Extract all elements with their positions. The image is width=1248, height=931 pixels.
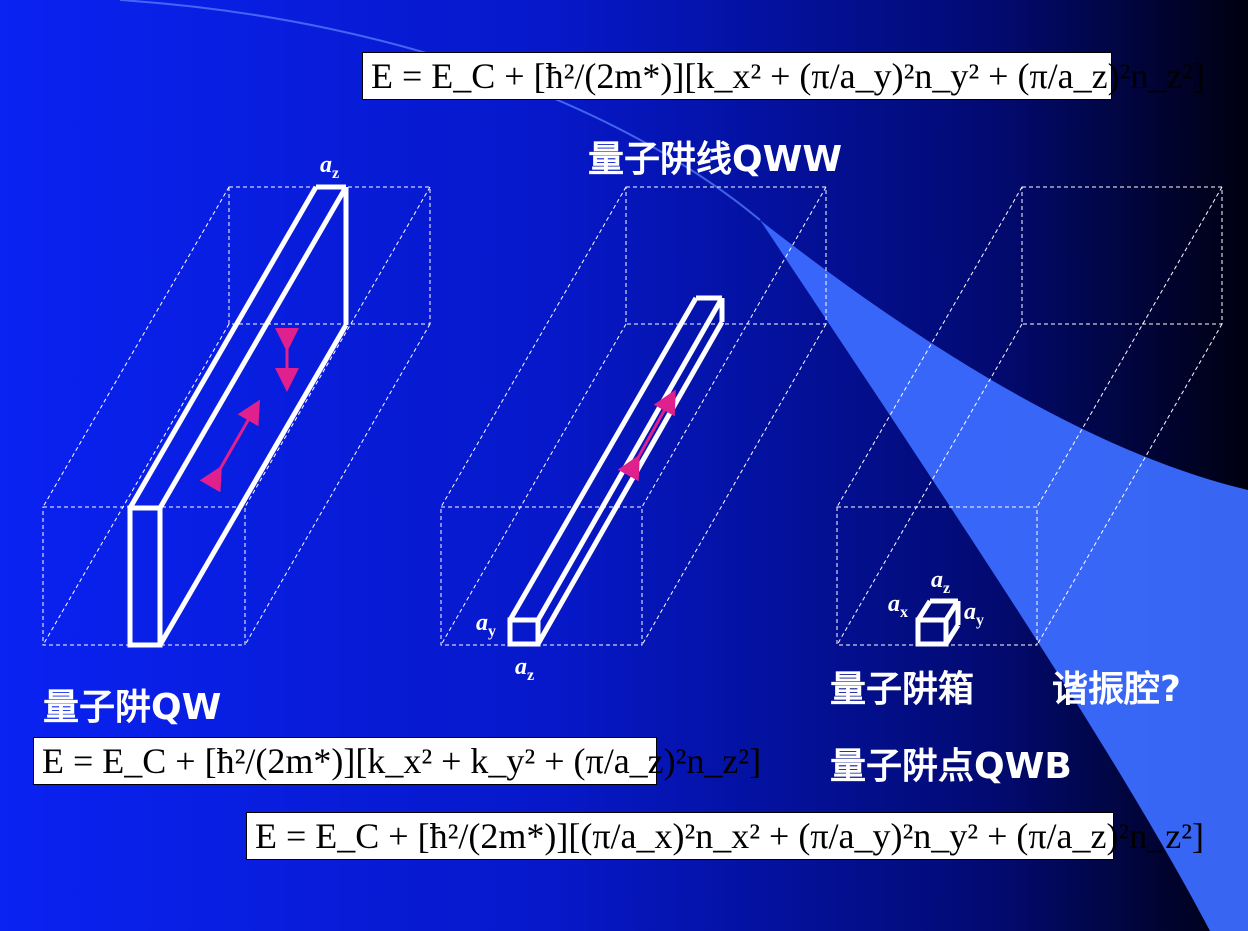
qw-slab [127,184,349,648]
qww-ay-label: ay [476,610,496,641]
qww-az-sub: z [527,666,535,684]
qw-az-letter: a [320,152,332,178]
label-qw: 量子阱QW [43,687,222,728]
light-beam [760,220,1248,931]
formula-qw: E = E_C + [ħ²/(2m*)][k_x² + k_y² + (π/a_… [33,737,761,785]
qw-az-label: az [320,152,339,183]
label-qwb-dot: 量子阱点QWB [830,746,1072,787]
qww-ay-sub: y [488,622,496,640]
qw-arrow-diagonal [199,399,260,493]
qww-az-letter: a [515,654,527,680]
qwb-ax-label: ax [888,591,908,622]
qwb-ax-sub: x [900,603,908,621]
label-qww: 量子阱线QWW [588,139,843,180]
qwb-box [836,186,1223,646]
qwb-ay-letter: a [964,599,976,625]
qwb-ax-letter: a [888,591,900,617]
label-qwb-box: 量子阱箱 [830,669,975,710]
qww-box [440,186,827,646]
qwb-cube [915,598,961,647]
qwb-az-letter: a [931,567,943,593]
qw-az-sub: z [332,164,340,182]
formula-qwb: E = E_C + [ħ²/(2m*)][(π/a_x)²n_x² + (π/a… [246,812,1204,860]
qwb-ay-label: ay [964,599,984,630]
formula-qww: E = E_C + [ħ²/(2m*)][k_x² + (π/a_y)²n_y²… [362,52,1205,100]
qww-ay-letter: a [476,610,488,636]
label-resonator: 谐振腔? [1052,669,1181,710]
qwb-az-sub: z [943,579,951,597]
qww-arrow [617,389,676,482]
qwb-ay-sub: y [976,611,984,629]
qwb-az-label: az [931,567,950,598]
qww-az-label: az [515,654,534,685]
